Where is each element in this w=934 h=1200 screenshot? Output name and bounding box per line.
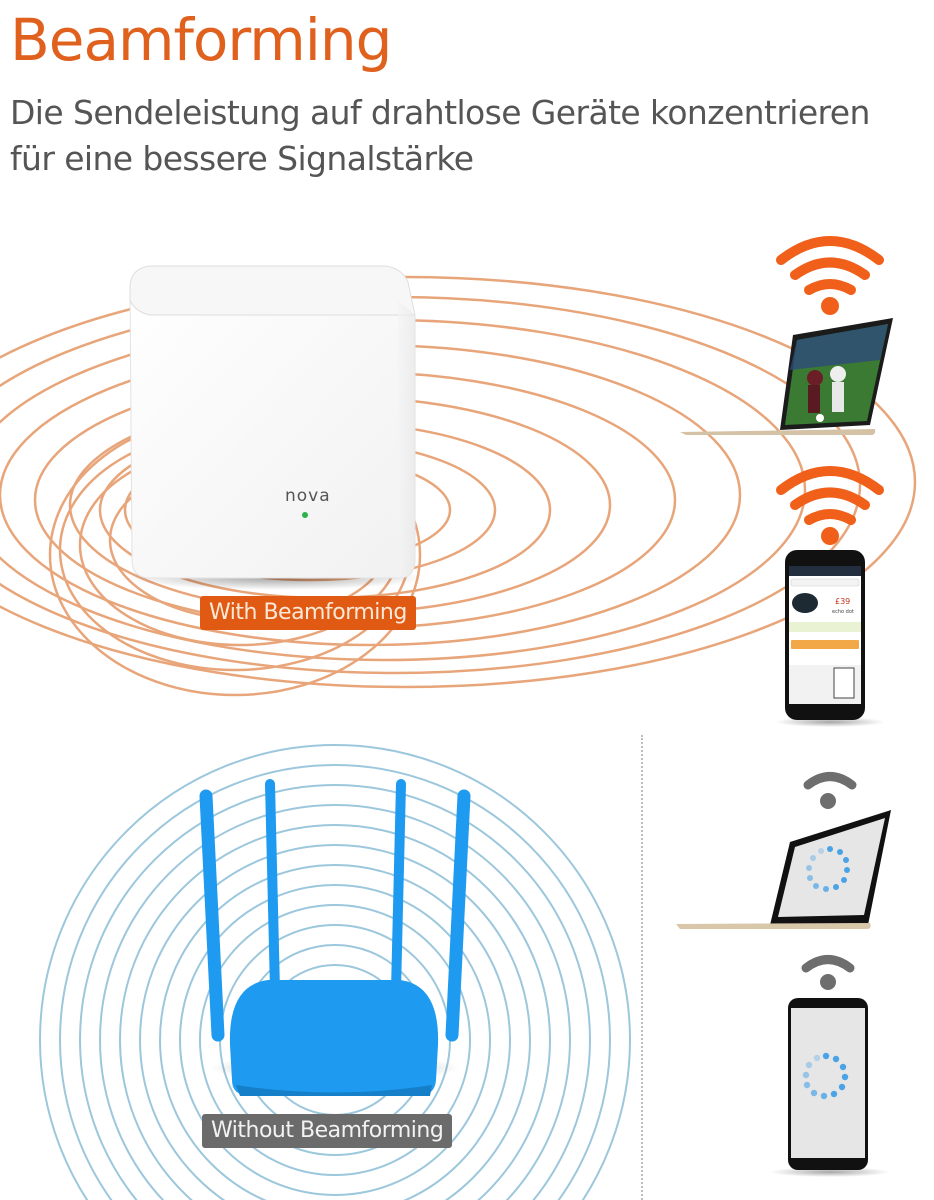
page-title: Beamforming bbox=[10, 6, 392, 74]
smartphone-amazon-shop: £39 echo dot bbox=[775, 550, 885, 727]
page-subtitle: Die Sendeleistung auf drahtlose Geräte k… bbox=[10, 90, 870, 182]
smartphone-loading bbox=[770, 998, 890, 1177]
section-divider bbox=[641, 735, 643, 1200]
svg-text:£39: £39 bbox=[835, 597, 850, 606]
without-beamforming-label: Without Beamforming bbox=[202, 1114, 453, 1148]
with-beamforming-label: With Beamforming bbox=[200, 596, 416, 630]
subtitle-line-2: für eine bessere Signalstärke bbox=[10, 139, 474, 178]
svg-text:echo dot: echo dot bbox=[832, 609, 854, 615]
standard-router-four-antennas bbox=[199, 779, 471, 1096]
wifi-strong-icon-phone bbox=[776, 466, 884, 545]
subtitle-line-1: Die Sendeleistung auf drahtlose Geräte k… bbox=[10, 93, 870, 132]
wifi-strong-icon-laptop bbox=[776, 236, 884, 315]
nova-mesh-router bbox=[125, 265, 425, 590]
wifi-weak-icon-laptop bbox=[803, 772, 857, 809]
nova-logo: nova bbox=[285, 486, 331, 506]
loading-spinner-icon bbox=[806, 846, 850, 892]
laptop-loading bbox=[676, 810, 891, 929]
status-led bbox=[302, 512, 308, 518]
wifi-weak-icon-phone bbox=[801, 955, 855, 990]
laptop-streaming-video bbox=[680, 318, 893, 435]
loading-spinner-icon bbox=[802, 1052, 849, 1100]
